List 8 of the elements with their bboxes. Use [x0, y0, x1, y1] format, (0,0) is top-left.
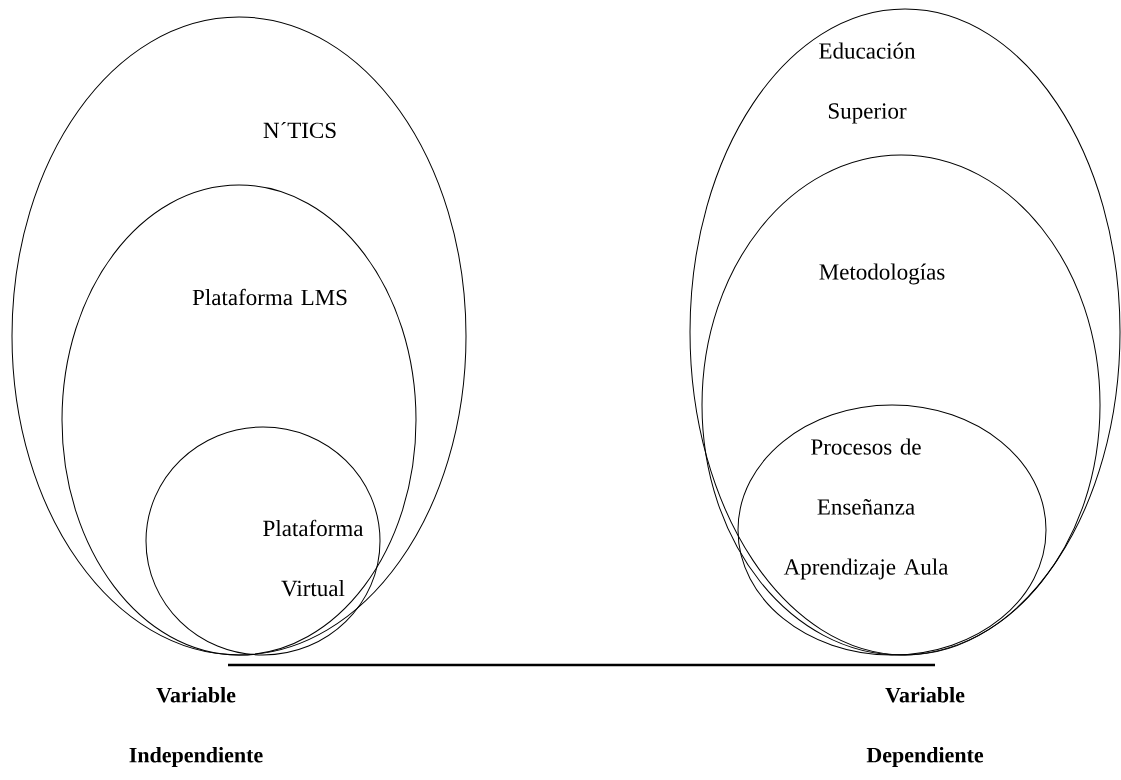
ellipse-label: N´TICS	[263, 121, 336, 139]
ellipse-label: Procesos de Enseñanza Aprendizaje Aula	[783, 438, 949, 580]
ellipse-label: Plataforma Virtual	[263, 519, 364, 597]
variable-label: Variable Independiente	[129, 687, 263, 767]
ellipse-label: Educación Superior	[819, 42, 916, 124]
ellipse-label: Metodologías	[819, 263, 945, 285]
variable-label: Variable Dependiente	[866, 687, 984, 767]
ellipse-label: Plataforma LMS	[192, 288, 347, 306]
